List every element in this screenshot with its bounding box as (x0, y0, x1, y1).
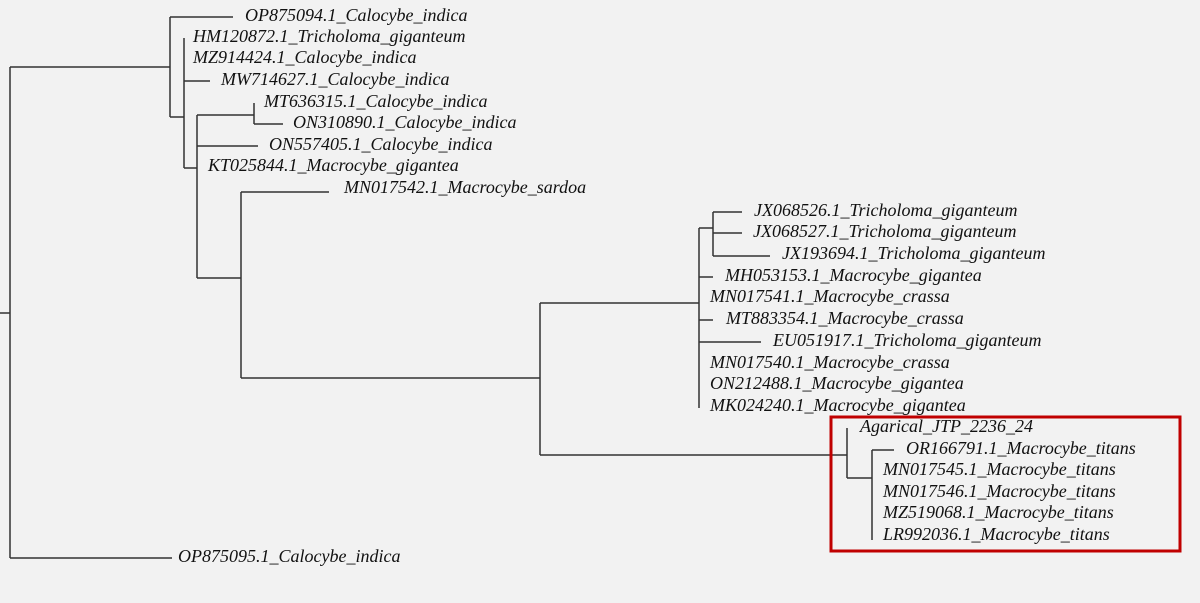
taxon-label: KT025844.1_Macrocybe_gigantea (207, 155, 459, 175)
taxon-label: MZ914424.1_Calocybe_indica (192, 47, 416, 67)
taxon-label: LR992036.1_Macrocybe_titans (882, 524, 1110, 544)
taxon-label: OP875094.1_Calocybe_indica (245, 5, 467, 25)
taxon-label: OP875095.1_Calocybe_indica (178, 546, 400, 566)
taxon-label: EU051917.1_Tricholoma_giganteum (772, 330, 1042, 350)
taxon-label: MN017541.1_Macrocybe_crassa (709, 286, 950, 306)
highlight-box (829, 415, 1182, 553)
taxon-label: ON310890.1_Calocybe_indica (293, 112, 516, 132)
taxon-label: JX193694.1_Tricholoma_giganteum (782, 243, 1046, 263)
taxon-label: ON557405.1_Calocybe_indica (269, 134, 492, 154)
taxon-label: HM120872.1_Tricholoma_giganteum (192, 26, 466, 46)
taxon-label: MT636315.1_Calocybe_indica (263, 91, 487, 111)
taxon-label: MN017546.1_Macrocybe_titans (882, 481, 1116, 501)
taxon-label: MZ519068.1_Macrocybe_titans (882, 502, 1114, 522)
taxon-label: OR166791.1_Macrocybe_titans (906, 438, 1136, 458)
taxon-label: MK024240.1_Macrocybe_gigantea (709, 395, 966, 415)
taxon-label: JX068527.1_Tricholoma_giganteum (753, 221, 1017, 241)
query-taxon-label: Agarical_JTP_2236_24 (859, 416, 1033, 436)
taxon-label: MN017545.1_Macrocybe_titans (882, 459, 1116, 479)
taxon-label: MH053153.1_Macrocybe_gigantea (724, 265, 982, 285)
taxon-label: MW714627.1_Calocybe_indica (220, 69, 449, 89)
taxon-label: MT883354.1_Macrocybe_crassa (725, 308, 964, 328)
taxon-labels: OP875094.1_Calocybe_indica HM120872.1_Tr… (178, 5, 1136, 566)
taxon-label: MN017540.1_Macrocybe_crassa (709, 352, 950, 372)
taxon-label: JX068526.1_Tricholoma_giganteum (754, 200, 1018, 220)
taxon-label: ON212488.1_Macrocybe_gigantea (710, 373, 964, 393)
taxon-label: MN017542.1_Macrocybe_sardoa (343, 177, 586, 197)
tree-branches (0, 16, 894, 559)
